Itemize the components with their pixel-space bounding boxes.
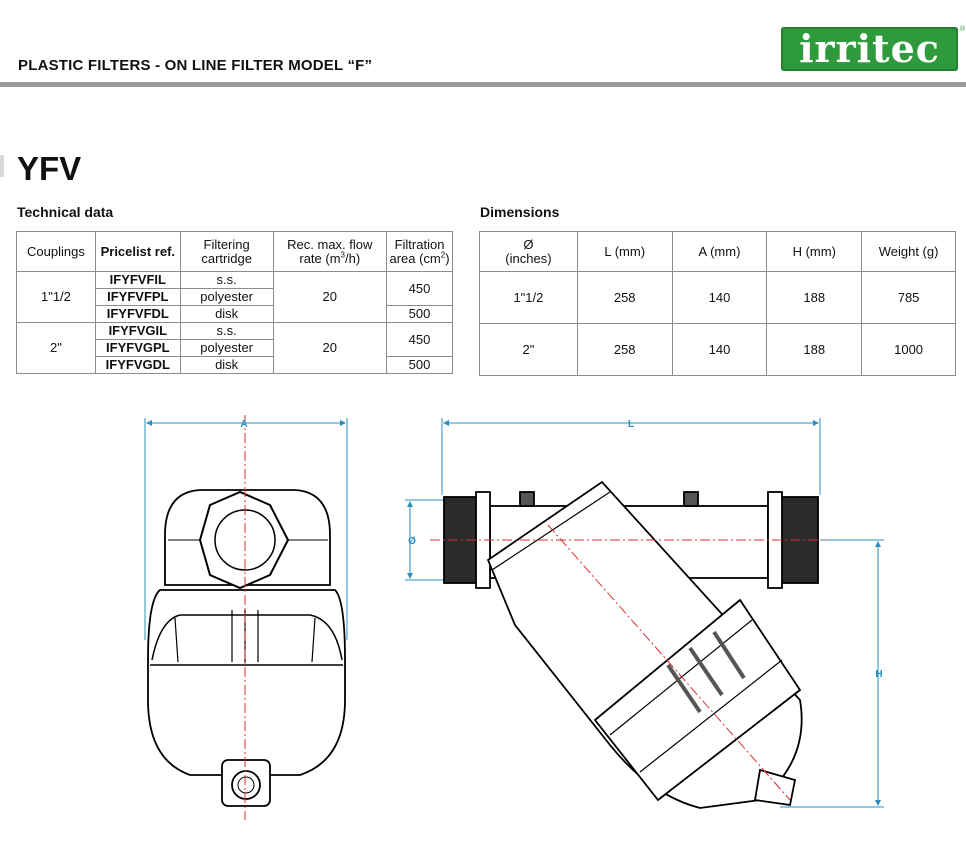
technical-drawing: A (144, 415, 884, 820)
table-row: IFYFVGDL disk 500 (17, 356, 453, 374)
cartridge-cell: s.s. (179, 271, 274, 289)
header-pricelist: Pricelist ref. (94, 231, 181, 272)
page-header-title: PLASTIC FILTERS - ON LINE FILTER MODEL “… (18, 57, 373, 74)
header-a: A (mm) (671, 231, 768, 272)
pricelist-ref: IFYFVGDL (94, 356, 181, 374)
area-cell: 500 (386, 356, 453, 374)
dimension-label-diameter: Ø (408, 536, 416, 547)
a-cell: 140 (671, 323, 768, 376)
coupling-cell: 1"1/2 (16, 271, 96, 323)
a-cell: 140 (671, 271, 768, 324)
pricelist-ref: IFYFVFIL (94, 271, 181, 289)
pricelist-ref: IFYFVGIL (94, 322, 181, 340)
dimension-label-l: L (628, 419, 634, 430)
brand-logo: irritec (781, 27, 958, 71)
pricelist-ref: IFYFVFPL (94, 288, 181, 306)
cartridge-cell: polyester (179, 288, 274, 306)
pricelist-ref: IFYFVGPL (94, 339, 181, 357)
dimensions-table: Ø(inches) L (mm) A (mm) H (mm) Weight (g… (479, 231, 956, 376)
side-marker (0, 155, 4, 177)
side-view: L Ø H (405, 418, 884, 809)
h-cell: 188 (766, 271, 863, 324)
dimensions-title: Dimensions (480, 204, 560, 220)
header-weight: Weight (g) (861, 231, 956, 272)
h-cell: 188 (766, 323, 863, 376)
registered-mark: ® (960, 26, 966, 33)
cartridge-cell: s.s. (179, 322, 274, 340)
area-cell: 450 (386, 271, 453, 306)
header-length: L (mm) (576, 231, 673, 272)
header-diameter: Ø(inches) (479, 231, 578, 272)
header-couplings: Couplings (16, 231, 96, 272)
flow-cell: 20 (272, 271, 388, 323)
length-cell: 258 (576, 323, 673, 376)
header-h: H (mm) (766, 231, 863, 272)
table-row: 1"1/2 258 140 188 785 (479, 271, 956, 324)
technical-data-title: Technical data (17, 204, 114, 220)
cartridge-cell: disk (179, 305, 274, 323)
table-row: 1"1/2 IFYFVFIL s.s. 20 450 (16, 271, 453, 323)
length-cell: 258 (576, 271, 673, 324)
table-row: 2" IFYFVGIL s.s. 20 450 (16, 322, 453, 374)
dimension-label-h: H (875, 669, 882, 680)
diameter-cell: 2" (479, 323, 578, 376)
area-cell: 450 (386, 322, 453, 357)
cartridge-cell: disk (179, 356, 274, 374)
table-header-row: Ø(inches) L (mm) A (mm) H (mm) Weight (g… (479, 231, 956, 272)
area-cell: 500 (386, 305, 453, 323)
coupling-cell: 2" (16, 322, 96, 374)
table-row: 2" 258 140 188 1000 (479, 323, 956, 376)
weight-cell: 1000 (861, 323, 956, 376)
pricelist-ref: IFYFVFDL (94, 305, 181, 323)
diameter-cell: 1"1/2 (479, 271, 578, 324)
weight-cell: 785 (861, 271, 956, 324)
front-view: A (144, 415, 348, 820)
header-divider (0, 82, 966, 87)
dimension-label-a: A (240, 419, 247, 430)
cartridge-cell: polyester (179, 339, 274, 357)
product-title: YFV (17, 150, 82, 187)
flow-cell: 20 (272, 322, 388, 374)
